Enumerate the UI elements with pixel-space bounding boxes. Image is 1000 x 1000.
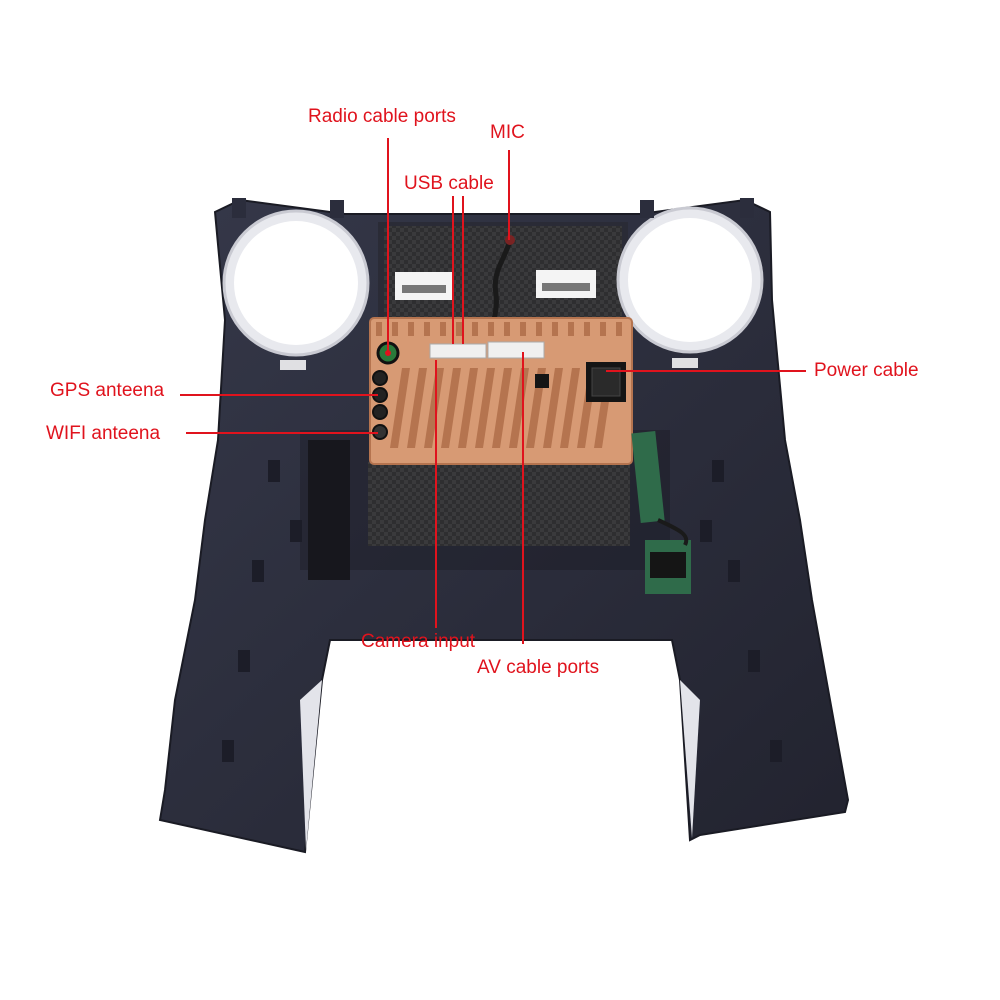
wifi-antenna-label: WIFI anteena — [46, 423, 161, 444]
heat-sink-fin — [407, 368, 427, 448]
mount-tab — [640, 200, 654, 218]
frame-clip — [290, 520, 302, 542]
frame-clip — [238, 650, 250, 672]
right-leg-inner-face — [680, 680, 700, 838]
mic-label: MIC — [490, 122, 525, 143]
left-bracket — [308, 440, 350, 580]
frame-clip — [222, 740, 234, 762]
heat-sink-ridge — [552, 322, 558, 336]
frame-clip — [252, 560, 264, 582]
heat-sink-ridge — [472, 322, 478, 336]
usb-port-block — [429, 343, 487, 359]
heat-sink-fin — [560, 368, 580, 448]
gps-antenna-label: GPS anteena — [50, 380, 165, 401]
callout-lines — [180, 138, 806, 644]
heat-sink-ridge — [424, 322, 430, 336]
harness-wire — [657, 518, 689, 546]
left-leg-inner-face — [300, 680, 322, 850]
mount-tab — [740, 198, 754, 218]
camera-socket — [535, 374, 549, 388]
harness-connector — [650, 552, 686, 578]
heat-sink-fin — [458, 368, 478, 448]
heat-sink-ridge — [408, 322, 414, 336]
frame-clips — [222, 460, 782, 762]
av-cable-ports-label: AV cable ports — [477, 657, 600, 678]
heat-sink-fin — [424, 368, 444, 448]
sticker-right-barcode — [542, 283, 590, 291]
heat-sink-ridge — [504, 322, 510, 336]
frame-clip — [712, 460, 724, 482]
usb-cable-label: USB cable — [404, 173, 494, 194]
antenna-socket — [372, 404, 388, 420]
radio-cable-ports-label: Radio cable ports — [308, 106, 456, 127]
heat-sink-ridge — [568, 322, 574, 336]
frame-clip — [728, 560, 740, 582]
radio-leader-dot — [385, 350, 391, 356]
frame-clip — [770, 740, 782, 762]
heat-sink-ridge — [392, 322, 398, 336]
frame-clip — [700, 520, 712, 542]
heat-sink-fin — [441, 368, 461, 448]
heat-sink-fin — [492, 368, 512, 448]
mount-tab — [232, 198, 246, 218]
heat-sink-ridge — [616, 322, 622, 336]
heat-sink-ridge — [488, 322, 494, 336]
sticker-left-barcode — [402, 285, 446, 293]
frame-clip — [748, 650, 760, 672]
heat-sink-ridge — [456, 322, 462, 336]
frame-slot — [672, 358, 698, 368]
left-gauge-hole — [234, 221, 358, 345]
gps-socket — [372, 370, 388, 386]
heat-sink-fin — [543, 368, 563, 448]
power-cable-label: Power cable — [814, 360, 919, 381]
heat-sink-fin — [475, 368, 495, 448]
heat-sink-ridge — [440, 322, 446, 336]
frame-clip — [268, 460, 280, 482]
av-port-block — [487, 341, 545, 359]
heat-sink-ridge — [520, 322, 526, 336]
lower-mesh-panel-top — [368, 462, 630, 546]
frame-slot — [280, 360, 306, 370]
heat-sink-ridge — [376, 322, 382, 336]
power-connector-pins — [591, 367, 621, 397]
camera-input-label: Camera input — [361, 631, 476, 652]
heat-sink-ridge — [536, 322, 542, 336]
heat-sink-ridge — [600, 322, 606, 336]
side-circuit-board — [631, 430, 665, 524]
heat-sink-ridge — [584, 322, 590, 336]
heat-sink-fin — [390, 368, 410, 448]
right-gauge-hole — [628, 218, 752, 342]
mount-tab — [330, 200, 344, 218]
